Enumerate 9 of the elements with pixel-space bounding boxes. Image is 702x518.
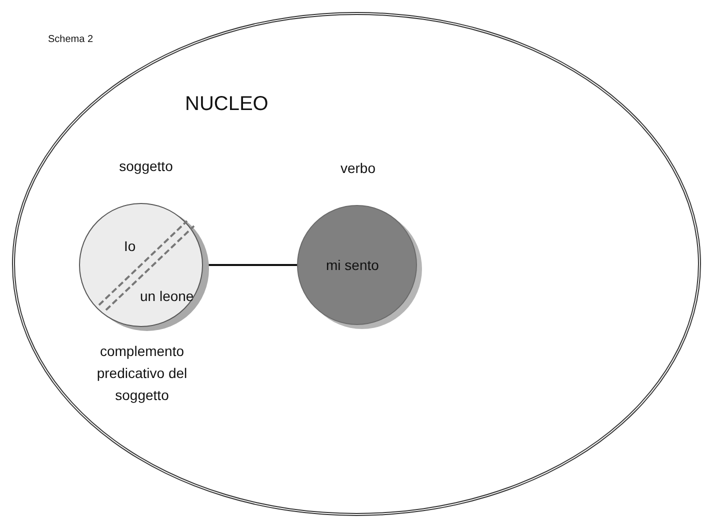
node-caption: complemento predicativo del soggetto xyxy=(96,342,188,405)
node-label: Io xyxy=(124,238,136,254)
node-caption: soggetto xyxy=(118,158,174,174)
diagram-label: Schema 2 xyxy=(48,34,94,45)
ellipse-node xyxy=(12,12,701,516)
node-label: mi sento xyxy=(326,257,379,273)
node-label: un leone xyxy=(140,288,194,304)
node-title: NUCLEO xyxy=(185,93,268,116)
node-caption: verbo xyxy=(339,160,377,176)
